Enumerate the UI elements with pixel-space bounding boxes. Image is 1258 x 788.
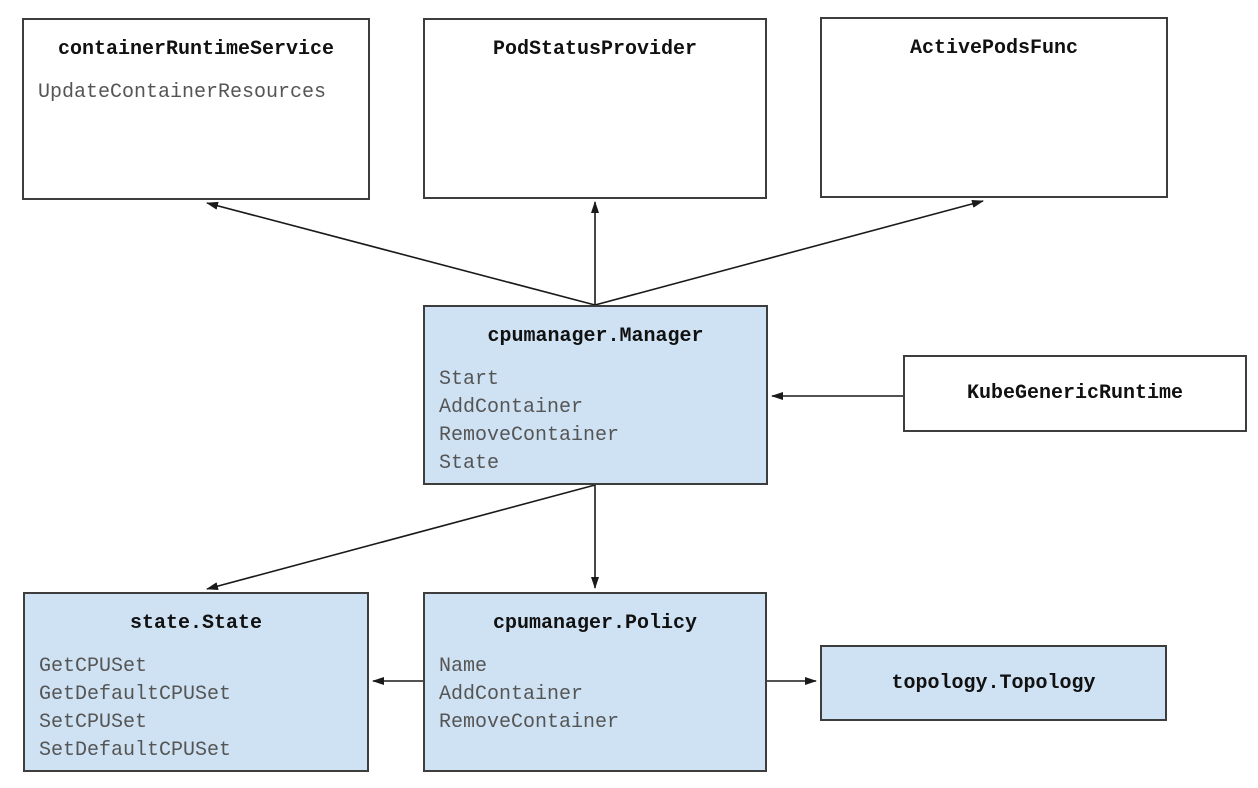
arrow-manager-to-active-pods-func	[594, 199, 984, 306]
method-list: GetCPUSet GetDefaultCPUSet SetCPUSet Set…	[25, 653, 367, 765]
method-item: State	[439, 452, 500, 475]
box-topology-topology: topology.Topology	[820, 645, 1167, 721]
method-item: GetCPUSet	[39, 655, 148, 678]
box-cpumanager-policy: cpumanager.Policy Name AddContainer Remo…	[423, 592, 767, 772]
method-item: Name	[439, 655, 488, 678]
method-item: Start	[439, 368, 500, 391]
method-item: SetDefaultCPUSet	[39, 739, 232, 762]
box-active-pods-func: ActivePodsFunc	[820, 17, 1168, 198]
box-title: topology.Topology	[891, 671, 1096, 695]
box-title: PodStatusProvider	[492, 38, 698, 61]
arrow-manager-to-container-runtime-service	[206, 201, 596, 306]
box-title: cpumanager.Policy	[492, 612, 698, 635]
method-item: GetDefaultCPUSet	[39, 683, 232, 706]
arrow-manager-to-state	[206, 484, 596, 591]
method-item: RemoveContainer	[439, 711, 620, 734]
method-item: RemoveContainer	[439, 424, 620, 447]
box-container-runtime-service: containerRuntimeService UpdateContainerR…	[22, 18, 370, 200]
method-list: UpdateContainerResources	[24, 79, 368, 107]
box-state-state: state.State GetCPUSet GetDefaultCPUSet S…	[23, 592, 369, 772]
method-list: Start AddContainer RemoveContainer State	[425, 366, 766, 478]
box-title: KubeGenericRuntime	[966, 382, 1184, 405]
method-list: Name AddContainer RemoveContainer	[425, 653, 765, 737]
method-item: AddContainer	[439, 683, 584, 706]
method-item: AddContainer	[439, 396, 584, 419]
box-title: state.State	[129, 612, 263, 635]
box-cpumanager-manager: cpumanager.Manager Start AddContainer Re…	[423, 305, 768, 485]
box-pod-status-provider: PodStatusProvider	[423, 18, 767, 199]
method-item: SetCPUSet	[39, 711, 148, 734]
box-title: containerRuntimeService	[57, 38, 335, 61]
box-title: ActivePodsFunc	[909, 37, 1079, 60]
box-kube-generic-runtime: KubeGenericRuntime	[903, 355, 1247, 432]
box-title: cpumanager.Manager	[487, 325, 704, 348]
method-item: UpdateContainerResources	[38, 81, 327, 104]
